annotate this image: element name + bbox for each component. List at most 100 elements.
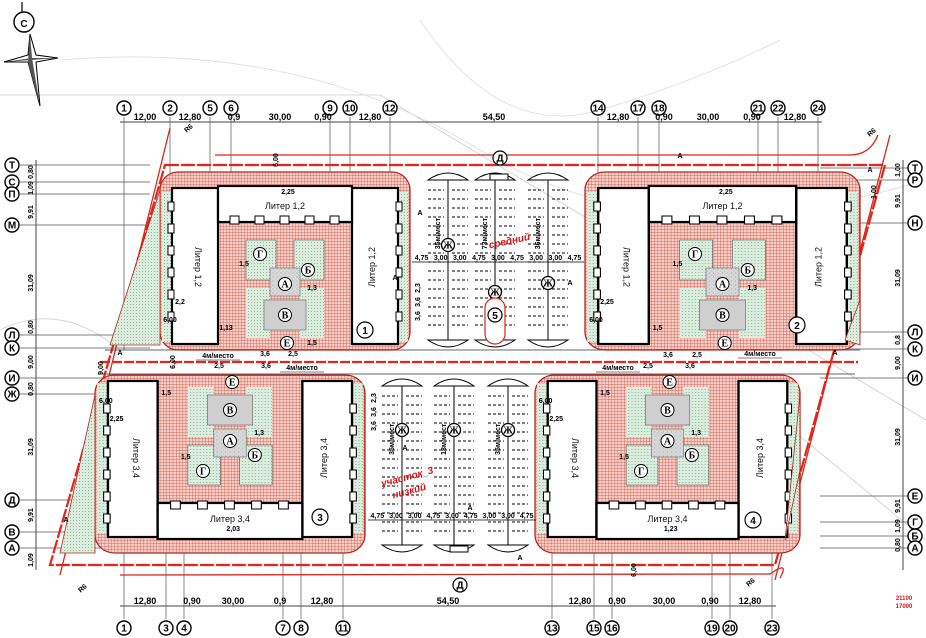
lawn <box>537 383 548 533</box>
parking-sign: Ж <box>446 422 462 438</box>
axis-top-5: 10 <box>342 100 358 116</box>
balcony <box>542 513 551 524</box>
axis-bottom-3: 7 <box>275 620 291 636</box>
parking-width-dimension: 3,00 <box>501 513 515 520</box>
axis-bubble <box>907 172 923 188</box>
block-dimension: 1,5 <box>181 454 191 461</box>
axis-label: 11 <box>338 624 349 635</box>
axis-bottom-11: 23 <box>764 620 780 636</box>
axis-bubble <box>586 620 602 636</box>
axis-bubble <box>382 100 398 116</box>
top-dimension: 12,00 <box>134 112 157 122</box>
lawn <box>162 192 172 342</box>
bottom-dimension: 30,00 <box>653 596 676 606</box>
court-zone-marker: В <box>715 308 730 322</box>
zone-a-marker: А <box>567 280 572 287</box>
parking-island <box>486 378 530 387</box>
balcony <box>349 513 357 524</box>
d-marker-circle <box>452 577 468 593</box>
court-zone-marker: Б <box>684 448 699 462</box>
block-shapes <box>534 374 801 554</box>
zone-circle <box>278 308 292 322</box>
balcony <box>608 500 620 510</box>
axis-label: 2 <box>167 104 173 115</box>
building-wing-right <box>794 186 849 346</box>
axis-right-3: Л <box>907 324 923 340</box>
axis-bubble <box>4 157 20 173</box>
axis-top-3: 6 <box>223 100 239 116</box>
zone-letter: Е <box>284 339 291 350</box>
street-width: 9,00 <box>98 361 105 375</box>
zone-circle <box>223 403 237 417</box>
court-zone-marker: А <box>715 277 730 291</box>
axis-label: Е <box>912 492 919 503</box>
block-shapes <box>584 171 861 351</box>
axis-bubble <box>907 540 923 556</box>
axis-bottom-2: 4 <box>176 620 192 636</box>
axis-label: 18 <box>653 104 665 115</box>
axis-bubble <box>907 215 923 231</box>
axis-bubble <box>764 620 780 636</box>
zone-letter: Б <box>744 266 751 277</box>
balcony <box>688 500 699 510</box>
parking-width-dimension: 4,75 <box>568 255 582 262</box>
d-marker: Д <box>489 150 509 181</box>
compass-letter: С <box>20 19 27 30</box>
axis-right-1: Р <box>907 172 923 188</box>
balcony <box>784 469 793 480</box>
balcony <box>349 469 357 480</box>
block-number: 1 <box>356 321 374 339</box>
parking-island <box>526 172 570 181</box>
axis-label: 4 <box>181 624 187 635</box>
court-zone-marker: Г <box>688 247 702 261</box>
parking-sign-letter: Ж <box>543 279 553 290</box>
parking-sign-letter: Ж <box>490 288 500 299</box>
axis-label: 24 <box>812 104 824 115</box>
court-zone-marker: Е <box>717 336 732 350</box>
axis-bubble <box>322 100 338 116</box>
balcony <box>714 500 726 510</box>
zone-letter: Е <box>666 378 673 389</box>
axis-label: 21 <box>752 104 764 115</box>
zone-letter: Б <box>689 451 696 462</box>
axis-label: Л <box>911 328 918 339</box>
axis-bubble <box>604 620 620 636</box>
axis-label: 12 <box>384 104 396 115</box>
axis-left-8: Д <box>4 492 20 508</box>
axis-right-5: И <box>907 370 923 386</box>
axis-label: 5 <box>207 104 213 115</box>
axis-label: 14 <box>592 104 604 115</box>
axis-bubble <box>704 620 720 636</box>
block-dimension: 2,25 <box>110 416 124 423</box>
axis-right-7: Г <box>907 514 923 530</box>
axis-label: П <box>8 190 15 201</box>
axis-label: Т <box>9 161 15 172</box>
court-zone-marker: Б <box>247 448 262 462</box>
zone-circle <box>634 464 648 478</box>
left-dimension: 0,80 <box>28 165 35 179</box>
offset-dimension: 6,00 <box>631 563 638 577</box>
balcony <box>278 500 289 510</box>
street-dimension: 3,6 <box>685 363 695 370</box>
zone-a-marker: А <box>392 275 397 282</box>
radius-label: R6 <box>183 123 194 134</box>
balcony <box>661 215 673 225</box>
block-shapes <box>159 171 411 351</box>
axis-bubble <box>116 100 132 116</box>
zone-circle <box>660 434 675 448</box>
building-wing-left <box>106 379 159 539</box>
axis-label: Д <box>8 496 15 507</box>
balcony <box>542 491 551 502</box>
liter-label: Литер 1,2 <box>703 201 743 211</box>
axis-label: 16 <box>606 624 618 635</box>
parking-sign-circle <box>500 422 516 438</box>
balcony <box>349 425 357 436</box>
court-zone-marker: А <box>278 277 292 291</box>
liter-label: Литер 3,4 <box>210 514 250 524</box>
right-dimension: 0,8 <box>895 335 902 345</box>
parking-width-dimension: 3,00 <box>408 513 422 520</box>
balcony <box>593 245 601 256</box>
left-dimension: 31,09 <box>28 438 35 456</box>
axis-bubble <box>750 100 766 116</box>
balcony <box>395 201 403 212</box>
